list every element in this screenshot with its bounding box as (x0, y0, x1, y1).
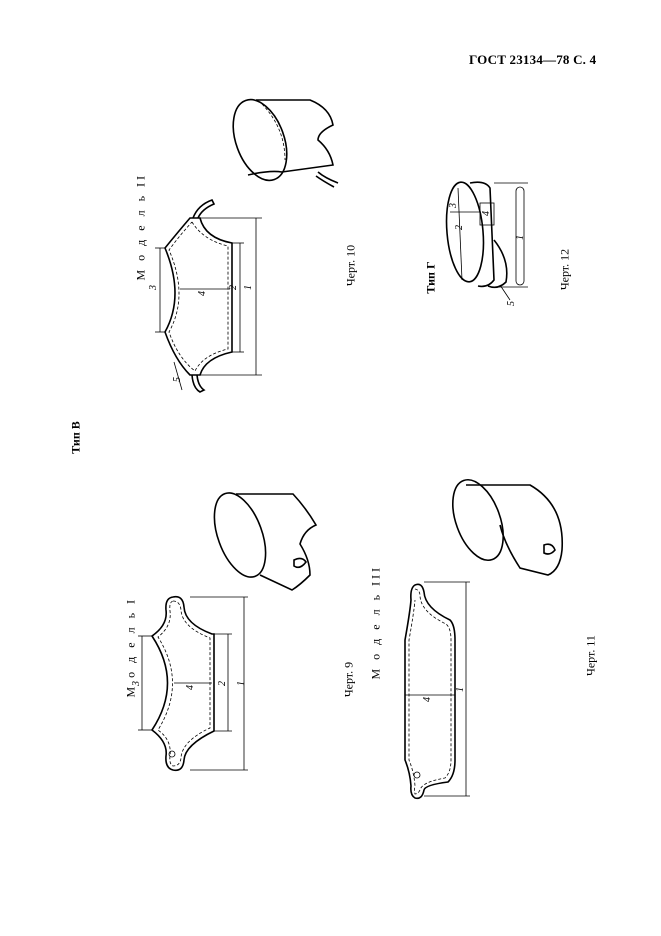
page-header: ГОСТ 23134—78 С. 4 (469, 52, 597, 67)
dim-1: 1 (236, 681, 247, 686)
type-g-3d-drawing: 1 2 3 4 5 (445, 181, 528, 306)
dim-3: 3 (448, 203, 459, 209)
dim-3: 3 (148, 285, 159, 291)
dim-1: 1 (455, 687, 466, 692)
model-2-3d-drawing (232, 98, 339, 188)
model-3-3d-drawing (452, 479, 564, 576)
dim-2: 2 (454, 225, 465, 230)
dim-2: 2 (228, 285, 239, 290)
dim-5: 5 (506, 301, 517, 306)
dim-2: 2 (217, 681, 228, 686)
model-1-3d-drawing (213, 492, 318, 591)
dim-1: 1 (515, 235, 526, 240)
dim-4: 4 (185, 685, 196, 690)
dim-4: 4 (422, 697, 433, 702)
dim-1: 1 (243, 285, 254, 290)
dim-5: 5 (172, 377, 183, 382)
model-2-pattern-drawing: 1 2 3 4 5 (148, 199, 262, 393)
model-1-pattern-drawing: 1 2 3 4 (131, 595, 248, 772)
dim-3: 3 (131, 681, 142, 687)
dim-4: 4 (481, 211, 492, 216)
dim-4: 4 (197, 291, 208, 296)
model-3-pattern-drawing: 1 4 (404, 581, 470, 800)
